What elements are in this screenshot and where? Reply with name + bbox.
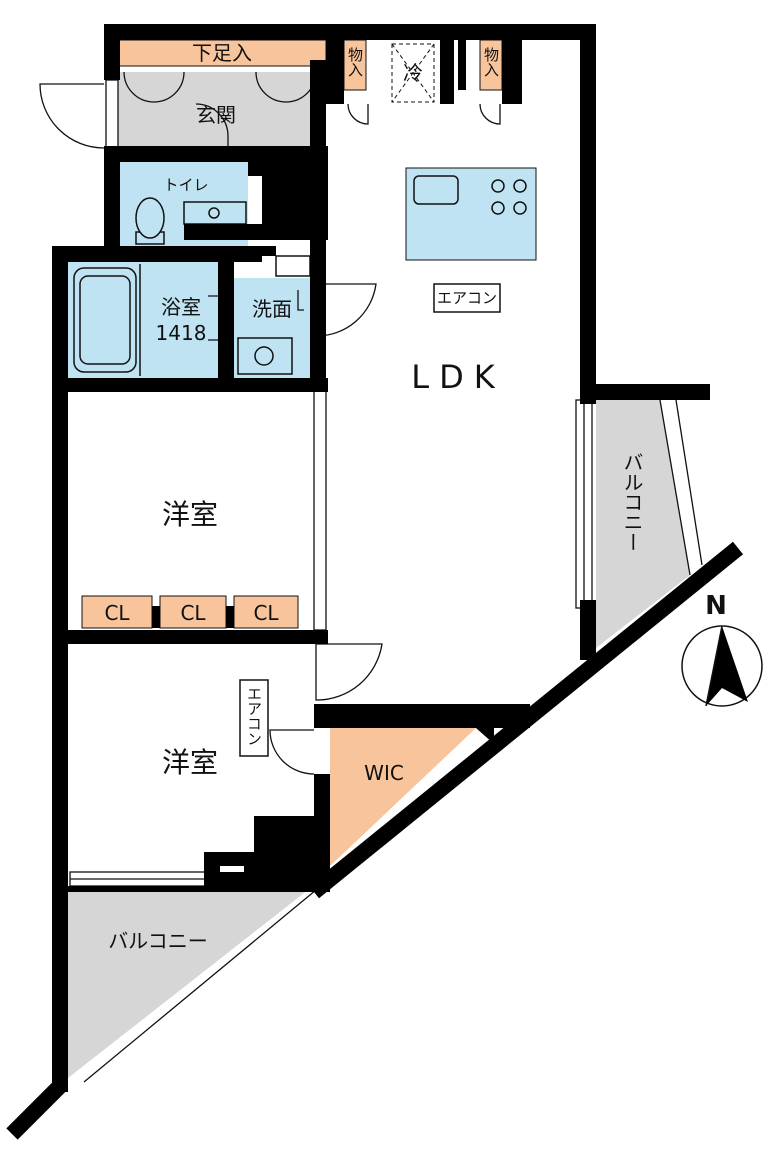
genkan-floor (118, 72, 324, 154)
balcony-south-area (68, 890, 308, 1078)
diagonal-wall-sw (6, 1080, 66, 1140)
room2-label: 洋室 (162, 746, 218, 779)
toilet-label: トイレ (163, 176, 208, 194)
closet-3-label: CL (253, 601, 279, 625)
aircon-ldk-label: エアコン (437, 289, 497, 307)
aircon-ldk-box (433, 283, 501, 313)
wic-floor (330, 728, 476, 866)
windows (69, 79, 703, 1083)
fixtures (73, 175, 527, 757)
doors (39, 71, 501, 775)
closet-1 (81, 595, 153, 629)
diagonal-wall (308, 541, 744, 899)
bathtub (73, 267, 137, 373)
bath-size-label: 1418 (156, 321, 207, 345)
fridge-space (391, 43, 435, 103)
north-arrow-icon (706, 626, 748, 706)
fridge-label: 冷 (403, 61, 423, 85)
toilet-bowl (135, 197, 165, 239)
labels: 下足入 玄関 物入 物入 冷 トイレ 浴室 1418 洗面 エアコン LDK 洋… (104, 41, 726, 953)
ldk-label: LDK (411, 358, 504, 396)
room1-label: 洋室 (162, 498, 218, 531)
kitchen-sink (413, 175, 459, 205)
storage-left-label: 物入 (346, 47, 364, 77)
walls (52, 24, 710, 1092)
balcony-south-label: バルコニー (108, 929, 208, 953)
balcony-east-label: バルコニー (620, 452, 644, 552)
balcony-east-area (596, 400, 690, 648)
aircon-room2-box (239, 679, 269, 757)
washroom-label: 洗面 (252, 297, 292, 321)
wic-label: WIC (364, 761, 404, 785)
bath-label: 浴室 (161, 295, 201, 319)
closet-2-label: CL (180, 601, 206, 625)
aircon-room2-label: エアコン (245, 686, 263, 746)
compass (681, 625, 763, 707)
storage-blocks (81, 39, 503, 629)
genkan-label: 玄関 (196, 103, 236, 127)
closet-3 (233, 595, 299, 629)
shoes-storage-label: 下足入 (192, 41, 252, 65)
storage-right-label: 物入 (482, 47, 500, 77)
north-label: N (705, 591, 727, 621)
closet-1-label: CL (104, 601, 130, 625)
